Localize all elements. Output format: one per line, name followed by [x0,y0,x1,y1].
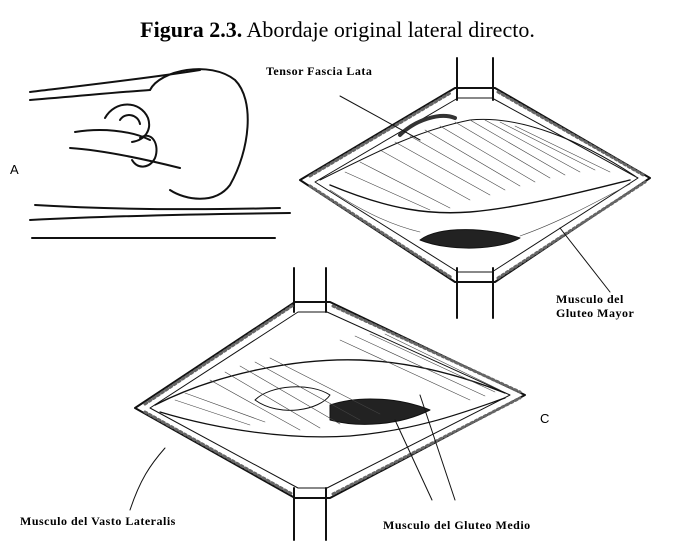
label-gluteo-mayor-line1: Musculo del [556,292,624,307]
panel-b-drawing [300,58,650,318]
panel-label-a: A [10,162,19,177]
label-tensor-fascia-lata: Tensor Fascia Lata [266,64,372,79]
panel-a-drawing [30,69,290,238]
panel-c-drawing [135,268,525,540]
panel-label-c: C [540,411,549,426]
label-gluteo-medio: Musculo del Gluteo Medio [383,518,531,533]
label-vasto-lateralis: Musculo del Vasto Lateralis [20,514,176,529]
label-gluteo-mayor-line2: Gluteo Mayor [556,306,634,321]
leader-lines [130,96,610,510]
